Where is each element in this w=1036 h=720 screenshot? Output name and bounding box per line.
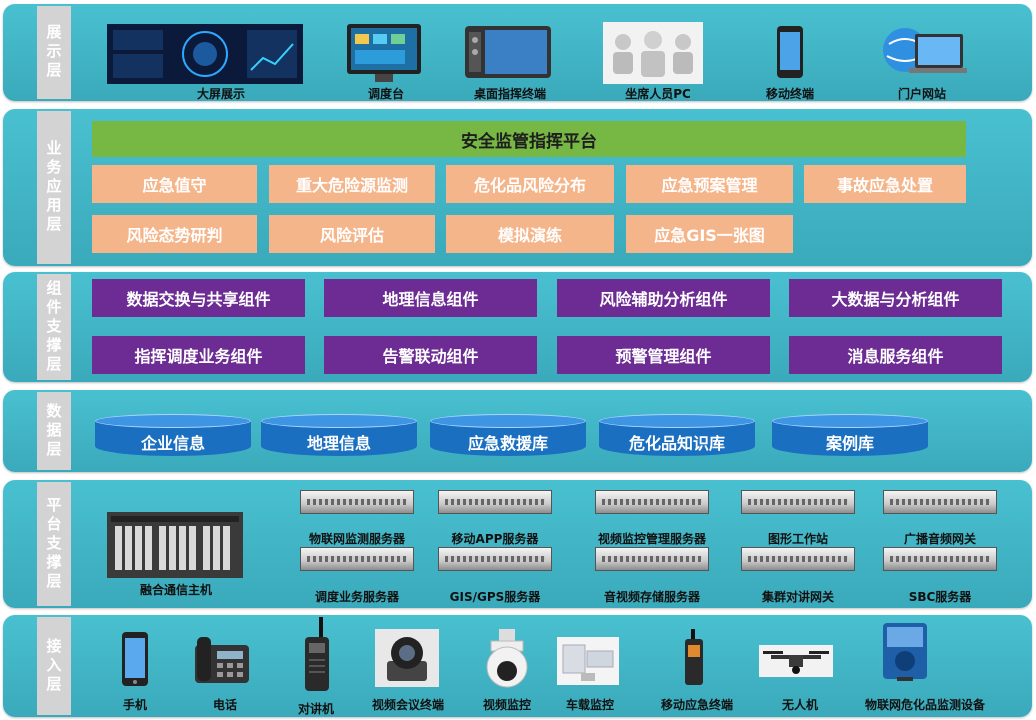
server-sbc [883,547,997,571]
database-rescue-label: 应急救援库 [467,434,548,453]
display-item-mobile: 移动终端 [765,87,815,101]
server-trunk-intercom [741,547,855,571]
database-chemical-knowledge[interactable]: 危化品知识库 [599,414,755,462]
display-item-portal: 门户网站 [897,87,947,101]
component-command-dispatch[interactable]: 指挥调度业务组件 [92,336,305,374]
module-gis-map[interactable]: 应急GIS一张图 [626,215,793,253]
server-broadcast-gateway-label: 广播音频网关 [903,532,977,546]
access-item-vehicle-camera: 车载监控 [565,698,615,712]
mobile-terminal-icon [777,26,803,78]
component-alarm-linkage[interactable]: 告警联动组件 [324,336,537,374]
video-conference-icon [375,629,439,687]
operator-pc-icon [603,22,703,84]
display-item-big-screen: 大屏展示 [196,87,246,101]
display-item-desktop-terminal: 桌面指挥终端 [473,87,547,101]
drone-icon [759,645,833,677]
data-layer-label: 数据层 [37,392,71,470]
server-graphic-workstation [741,490,855,514]
access-item-telephone: 电话 [212,698,238,712]
database-geo-label: 地理信息 [306,434,371,453]
database-enterprise[interactable]: 企业信息 [95,414,251,462]
phone-icon [122,632,148,686]
dispatch-console-icon [347,24,421,82]
big-screen-icon [107,24,303,84]
server-video-management [595,490,709,514]
server-dispatch-business-label: 调度业务服务器 [314,590,400,604]
component-big-data[interactable]: 大数据与分析组件 [789,279,1002,317]
access-item-walkie-talkie: 对讲机 [297,702,335,716]
database-enterprise-label: 企业信息 [140,434,205,453]
access-item-mobile-emergency: 移动应急终端 [660,698,734,712]
database-cases[interactable]: 案例库 [772,414,928,462]
access-item-phone: 手机 [122,698,148,712]
database-chemical-knowledge-label: 危化品知识库 [628,434,725,453]
telephone-icon [195,637,249,683]
component-data-exchange[interactable]: 数据交换与共享组件 [92,279,305,317]
database-rescue[interactable]: 应急救援库 [430,414,586,462]
portal-website-icon [883,28,967,73]
video-surveillance-icon [486,629,528,688]
server-iot-monitor-label: 物联网监测服务器 [308,532,406,546]
server-dispatch-business [300,547,414,571]
server-mobile-app [438,490,552,514]
server-av-storage-label: 音视频存储服务器 [603,590,701,604]
database-geo[interactable]: 地理信息 [261,414,417,462]
module-risk-situation[interactable]: 风险态势研判 [92,215,257,253]
server-gis-gps-label: GIS/GPS服务器 [449,590,541,604]
component-layer: 组件支撑层 数据交换与共享组件 地理信息组件 风险辅助分析组件 大数据与分析组件… [3,272,1032,382]
platform-layer-label: 平台支撑层 [37,482,71,606]
server-mobile-app-label: 移动APP服务器 [451,532,539,546]
component-risk-analysis[interactable]: 风险辅助分析组件 [557,279,770,317]
server-av-storage [595,547,709,571]
access-item-iot-chemical-monitor: 物联网危化品监测设备 [864,698,986,712]
server-broadcast-gateway [883,490,997,514]
component-warning-management[interactable]: 预警管理组件 [557,336,770,374]
module-hazard-monitor[interactable]: 重大危险源监测 [269,165,435,203]
server-trunk-intercom-label: 集群对讲网关 [761,590,835,604]
vehicle-camera-icon [557,637,619,685]
module-duty[interactable]: 应急值守 [92,165,257,203]
fusion-host-icon [107,512,243,578]
data-layer: 数据层 企业信息 地理信息 应急救援库 危化品知识库 案例库 [3,390,1032,472]
server-video-management-label: 视频监控管理服务器 [597,532,707,546]
display-item-operator-pc: 坐席人员PC [625,87,691,101]
walkie-talkie-icon [305,617,329,691]
component-layer-label: 组件支撑层 [37,274,71,380]
server-sbc-label: SBC服务器 [908,590,972,604]
access-item-video-surveillance: 视频监控 [482,698,532,712]
database-cases-label: 案例库 [825,434,874,453]
iot-chemical-monitor-icon [883,623,927,681]
server-iot-monitor [300,490,414,514]
access-layer: 接入层 手机 电话 对讲机 视频会议终端 视频监控 [3,615,1032,717]
component-geo-info[interactable]: 地理信息组件 [324,279,537,317]
platform-title-bar: 安全监管指挥平台 [92,121,966,157]
fusion-host-label: 融合通信主机 [139,583,213,597]
server-graphic-workstation-label: 图形工作站 [767,532,829,546]
module-chemical-risk[interactable]: 危化品风险分布 [446,165,614,203]
desktop-terminal-icon [465,26,551,78]
business-layer-label: 业务应用层 [37,111,71,264]
access-item-drone: 无人机 [781,698,819,712]
display-item-dispatch: 调度台 [367,87,405,101]
access-item-video-conference: 视频会议终端 [371,698,445,712]
mobile-emergency-terminal-icon [685,629,703,685]
module-plan-management[interactable]: 应急预案管理 [626,165,793,203]
business-layer: 业务应用层 安全监管指挥平台 应急值守 重大危险源监测 危化品风险分布 应急预案… [3,109,1032,266]
access-layer-label: 接入层 [37,617,71,715]
module-risk-assessment[interactable]: 风险评估 [269,215,435,253]
display-layer-label: 展示层 [37,6,71,99]
module-drill[interactable]: 模拟演练 [446,215,614,253]
server-gis-gps [438,547,552,571]
component-message-service[interactable]: 消息服务组件 [789,336,1002,374]
platform-layer: 平台支撑层 融合通信主机 物联网监测服务器 移动APP服务器 视频监控管理服务器… [3,480,1032,608]
module-incident-handling[interactable]: 事故应急处置 [804,165,966,203]
display-layer: 展示层 大屏展示 调度台 桌面指挥终端 坐席 [3,4,1032,101]
